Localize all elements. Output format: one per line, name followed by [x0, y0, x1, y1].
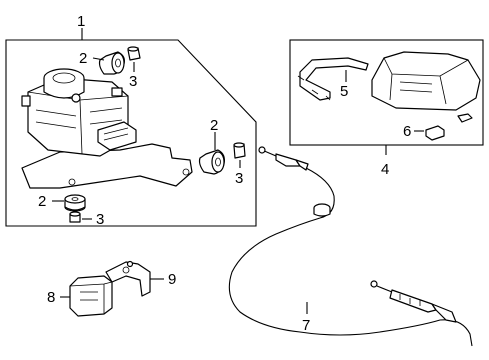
sleeve-top — [127, 46, 141, 61]
callout-4: 4 — [381, 161, 389, 178]
callout-5: 5 — [340, 83, 348, 100]
group-box-1 — [5, 39, 257, 227]
bracket-5 — [297, 57, 369, 101]
callout-7: 7 — [302, 317, 310, 334]
bushing-bottom — [64, 194, 86, 212]
actuator-assembly — [21, 68, 193, 189]
bracket-9 — [105, 260, 151, 297]
callout-2c: 2 — [38, 193, 46, 210]
clip-6 — [425, 113, 473, 141]
leader-2a — [92, 57, 105, 61]
callout-3b: 3 — [235, 170, 243, 187]
actuator-cover — [371, 51, 481, 111]
callout-8: 8 — [47, 289, 55, 306]
bushing-right — [198, 149, 225, 175]
bushing-top — [98, 51, 125, 75]
callout-6: 6 — [403, 123, 411, 140]
control-cable-7 — [228, 146, 473, 347]
callout-3c: 3 — [96, 211, 104, 228]
callout-1: 1 — [77, 13, 85, 30]
callout-2a: 2 — [79, 50, 87, 67]
callout-3a: 3 — [129, 73, 137, 90]
cable-clamp — [313, 203, 331, 217]
sleeve-bottom — [69, 211, 81, 223]
control-module-8 — [69, 275, 113, 317]
sleeve-right — [233, 142, 246, 159]
callout-9: 9 — [168, 271, 176, 288]
callout-2b: 2 — [210, 117, 218, 134]
